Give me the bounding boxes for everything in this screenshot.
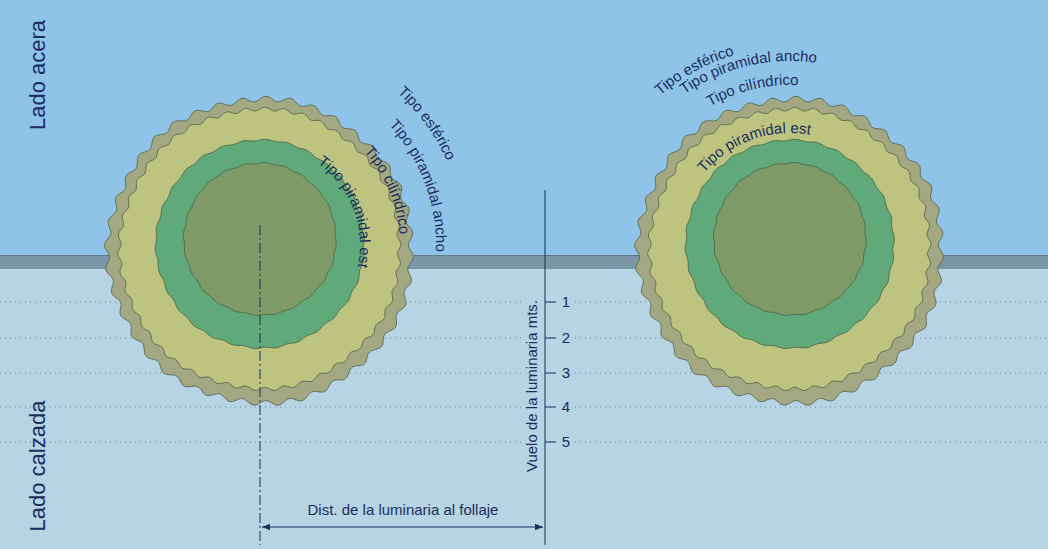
crown-ring: [105, 96, 414, 405]
crown-type-label: Tipo piramidal est: [316, 152, 374, 271]
dimension-label: Dist. de la luminaria al follaje: [308, 502, 499, 519]
crown-ring: [635, 96, 944, 405]
crown-type-label: Tipo piramidal est: [694, 119, 813, 175]
crown-ring: [118, 107, 401, 390]
axis-number: 3: [560, 365, 572, 382]
axis-number: 2: [560, 330, 572, 347]
distance-dimension: [262, 527, 543, 528]
luminaire-axis: [545, 190, 546, 545]
crown-ring: [713, 162, 866, 315]
axis-number: 1: [560, 294, 572, 311]
crown-ring: [685, 139, 894, 348]
crown-type-label: Tipo esférico: [395, 82, 460, 162]
center-line: [260, 225, 261, 545]
crown-type-label: Tipo cilíndrico: [703, 71, 798, 109]
crown-ring: [648, 107, 931, 390]
tree-crown: [635, 96, 944, 405]
axis-title: Vuelo de la luminaria mts.: [524, 298, 541, 474]
axis-number: 5: [560, 434, 572, 451]
side-label: Lado acera: [26, 20, 50, 130]
axis-ticks: [545, 302, 556, 442]
axis-number: 4: [560, 399, 572, 416]
side-label: Lado calzada: [26, 401, 50, 532]
tree-crown: [105, 96, 414, 405]
